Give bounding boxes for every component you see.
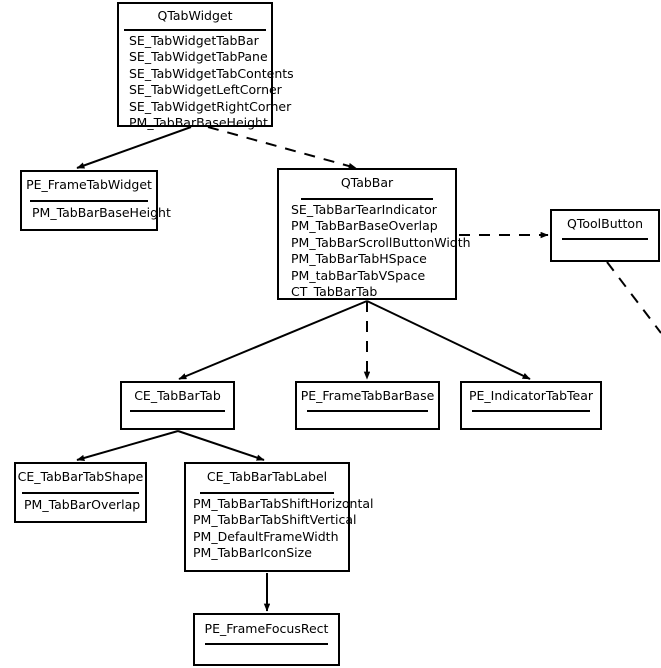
class-node-ce-tabbartab[interactable]: CE_TabBarTab [120, 381, 235, 430]
class-node-title: PE_FrameTabBarBase [300, 388, 435, 403]
class-node-member: PM_tabBarTabVSpace [291, 267, 426, 283]
class-node-member: PM_TabBarBaseHeight [129, 115, 268, 130]
class-node-title: CE_TabBarTab [134, 388, 221, 403]
class-node-member: SE_TabBarTearIndicator [291, 201, 437, 217]
class-node-empty-body [122, 412, 233, 429]
class-node-divider [472, 409, 590, 412]
class-node-pe-frametabbarbase[interactable]: PE_FrameTabBarBase [295, 381, 440, 430]
edge-qtoolbutton-offscreen [606, 261, 661, 334]
class-node-title: CE_TabBarTabLabel [206, 469, 328, 484]
class-node-member: PM_TabBarTabShiftVertical [193, 512, 357, 527]
class-node-divider [307, 409, 428, 412]
class-node-member: PM_TabBarTabHSpace [291, 251, 427, 266]
class-node-divider [301, 197, 433, 200]
edge-qtabwidget-to-pe-frametabwidget [76, 126, 192, 169]
class-node-title: PE_FrameFocusRect [204, 621, 329, 636]
class-node-member: PM_TabBarIconSize [193, 545, 312, 560]
class-node-empty-body [462, 412, 600, 429]
class-node-member: PM_TabBarTabShiftHorizontal [193, 495, 374, 511]
edge-qtabbar-to-pe-indicatortabtear [366, 300, 531, 380]
class-node-divider [130, 409, 225, 412]
class-node-members: PM_TabBarBaseHeight [22, 202, 171, 220]
edge-qtabwidget-to-qtabbar [207, 126, 357, 170]
class-node-divider [205, 642, 328, 645]
class-node-member: SE_TabWidgetRightCorner [129, 98, 292, 114]
class-node-member: PM_DefaultFrameWidth [193, 528, 339, 544]
edge-ce-tabbartab-to-ce-tabbartablabel [177, 430, 265, 461]
class-node-divider [200, 491, 334, 494]
class-node-members: PM_TabBarOverlap [16, 494, 145, 512]
class-node-title: PE_IndicatorTabTear [468, 388, 594, 403]
class-node-empty-body [552, 240, 658, 261]
class-node-member: SE_TabWidgetLeftCorner [129, 82, 282, 97]
class-node-pe-framefocusrect[interactable]: PE_FrameFocusRect [193, 613, 340, 666]
class-node-pe-indicatortabtear[interactable]: PE_IndicatorTabTear [460, 381, 602, 430]
class-node-member: SE_TabWidgetTabContents [129, 65, 294, 81]
class-node-empty-body [297, 412, 438, 429]
class-node-title: QToolButton [567, 216, 643, 231]
class-node-member: PM_TabBarBaseHeight [32, 204, 171, 220]
class-node-divider [22, 491, 139, 494]
class-node-divider [30, 199, 148, 202]
class-node-member: SE_TabWidgetTabBar [129, 32, 259, 48]
class-node-empty-body [195, 645, 338, 665]
class-node-title: QTabWidget [157, 8, 233, 23]
class-node-member: SE_TabWidgetTabPane [129, 49, 268, 64]
class-node-member: PM_TabBarBaseOverlap [291, 218, 438, 233]
class-node-divider [124, 28, 266, 31]
class-node-qtoolbutton[interactable]: QToolButton [550, 209, 660, 262]
edge-qtabbar-to-ce-tabbartab [178, 300, 368, 380]
class-node-title: QTabBar [340, 175, 394, 190]
class-node-title: CE_TabBarTabShape [17, 469, 144, 484]
class-node-member: PM_TabBarScrollButtonWidth [291, 234, 471, 250]
edge-ce-tabbartab-to-ce-tabbartabshape [76, 430, 179, 462]
class-node-member: CT_TabBarTab [291, 284, 378, 299]
class-node-member: PM_TabBarOverlap [24, 496, 141, 512]
class-node-title: PE_FrameTabWidget [26, 177, 152, 192]
class-node-divider [562, 237, 648, 240]
